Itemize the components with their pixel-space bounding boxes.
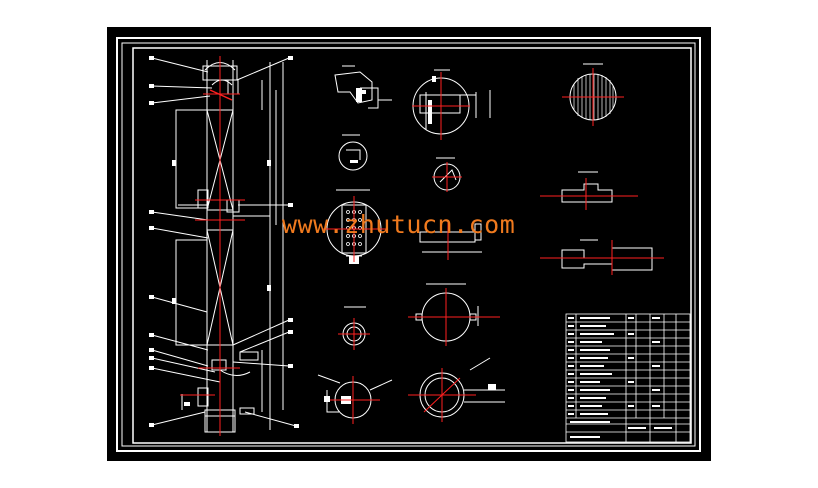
watermark-text: www.zhutucn.com bbox=[282, 210, 516, 239]
column-centerlines bbox=[180, 56, 245, 436]
leader-tags bbox=[149, 56, 299, 428]
outer-frame bbox=[116, 37, 701, 452]
detail-centerlines bbox=[322, 72, 500, 424]
parts-list-table bbox=[565, 313, 691, 443]
parts-list-text-marks bbox=[568, 317, 672, 438]
right-centerlines bbox=[540, 68, 664, 275]
